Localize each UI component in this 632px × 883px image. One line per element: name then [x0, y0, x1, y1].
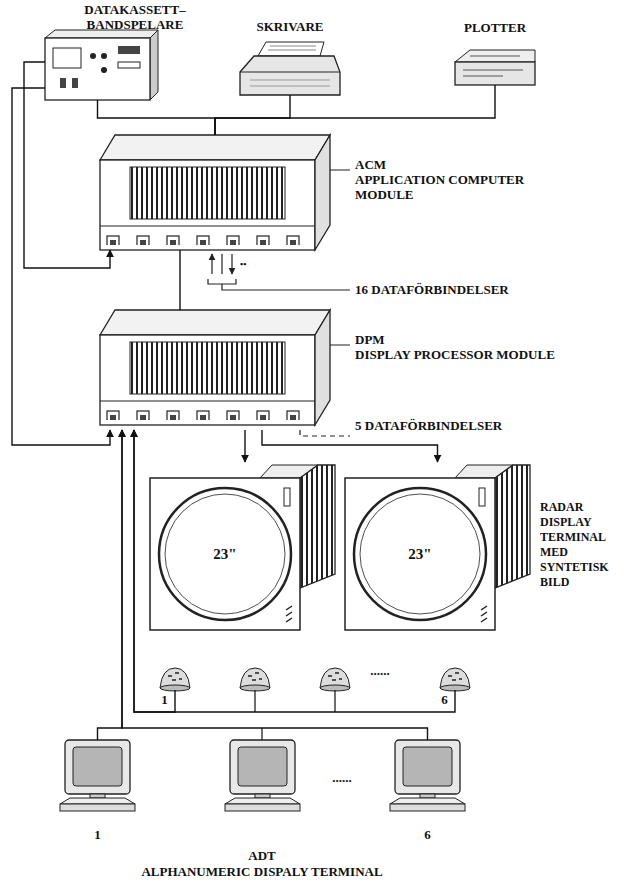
device-name: PLOTTER: [445, 20, 545, 35]
plotter: PLOTTER: [455, 48, 535, 85]
data-link: [262, 430, 438, 462]
module-abbreviation: DPM: [355, 332, 575, 347]
callout-number: 1: [60, 827, 135, 842]
data-link: [12, 88, 110, 445]
part-label: RADAR DISPLAY TERMINAL MED SYNTETISK BIL…: [540, 500, 626, 590]
trackball: 1: [160, 668, 190, 690]
part-label: ALPHANUMERIC DISPALY TERMINAL: [112, 864, 412, 879]
data-link: [179, 250, 180, 310]
application-computer-module: ACMAPPLICATION COMPUTER MODULE: [100, 135, 330, 250]
module-abbreviation: ACM: [355, 157, 575, 172]
ellipsis-dots: ......: [302, 770, 382, 785]
device-name: DATAKASSETT– BANDSPELARE: [60, 2, 210, 32]
screen-size: 23": [213, 547, 236, 562]
data-link: [134, 430, 175, 712]
ellipsis-dots: ••: [240, 257, 260, 272]
node-heading-group: ACMAPPLICATION COMPUTER MODULE: [355, 157, 575, 202]
tape-recorder: DATAKASSETT– BANDSPELARE: [45, 38, 150, 100]
radar-display: 23": [150, 462, 335, 630]
module-name: APPLICATION COMPUTER MODULE: [355, 172, 575, 202]
callout-number: 1: [158, 692, 171, 707]
screen-size: 23": [408, 547, 431, 562]
connection-count: 16 DATAFÖRBINDELSER: [355, 282, 595, 297]
data-link: [215, 85, 495, 135]
ellipsis-dots: ......: [350, 663, 410, 678]
callout-number: 6: [390, 827, 465, 842]
radar-display: 23": [345, 462, 530, 630]
data-link: [24, 62, 110, 268]
connection-count: 5 DATAFÖRBINDELSER: [355, 418, 595, 433]
alphanumeric-terminal: 1: [60, 740, 135, 820]
data-link: [122, 430, 428, 740]
device-name: SKRIVARE: [240, 19, 340, 34]
trackball: 6: [440, 668, 470, 690]
part-label: ADT: [112, 848, 412, 863]
callout-number: 6: [438, 692, 451, 707]
printer: SKRIVARE: [240, 45, 340, 95]
data-link: [98, 100, 216, 135]
data-link: [244, 430, 245, 462]
data-link: [98, 430, 123, 740]
alphanumeric-terminal: 6: [390, 740, 465, 820]
display-processor-module: DPMDISPLAY PROCESSOR MODULE: [100, 310, 330, 430]
data-link: [215, 95, 290, 135]
node-heading-group: DPMDISPLAY PROCESSOR MODULE: [355, 332, 575, 362]
data-link: [134, 430, 455, 712]
module-name: DISPLAY PROCESSOR MODULE: [355, 347, 575, 362]
